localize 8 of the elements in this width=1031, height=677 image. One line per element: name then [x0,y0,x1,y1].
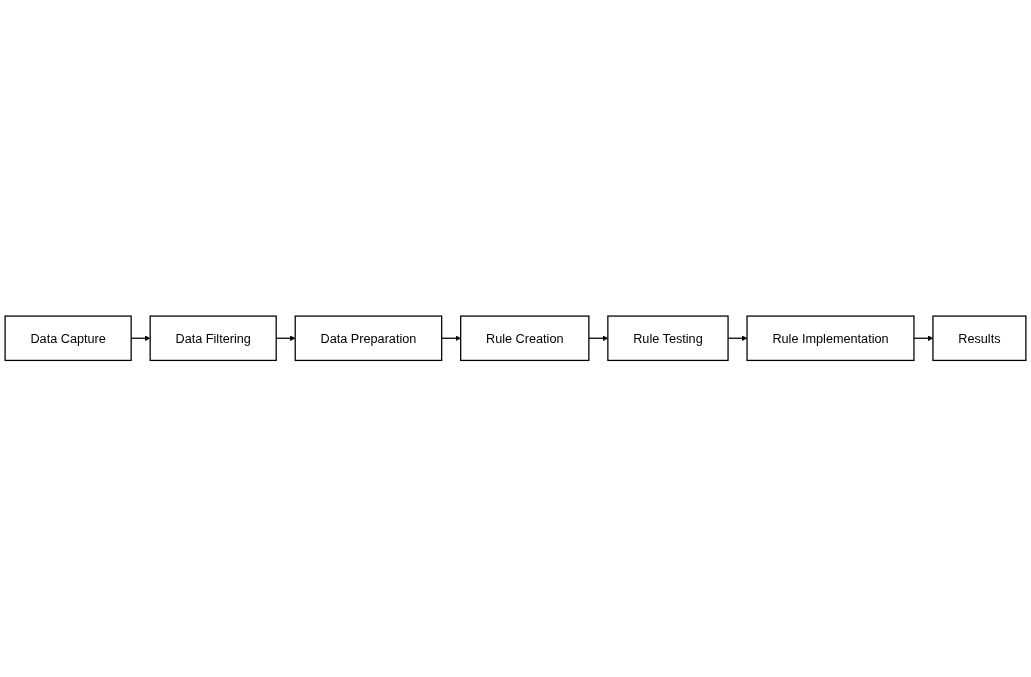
node-box: Rule Testing [607,315,729,362]
node-box: Data Preparation [294,315,443,362]
node-box: Rule Implementation [746,315,915,362]
node-box: Data Filtering [149,315,277,362]
node-box: Results [932,315,1027,362]
arrow [441,335,461,342]
node-box: Rule Creation [460,315,590,362]
node-box: Data Capture [4,315,132,362]
